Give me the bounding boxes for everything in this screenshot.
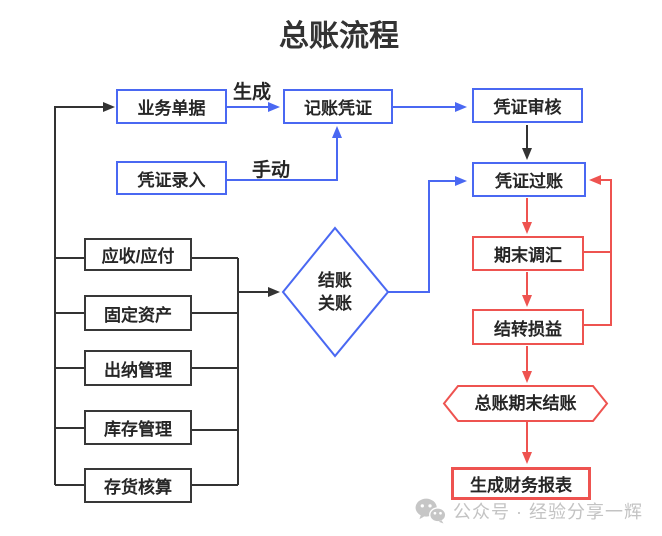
node-business-doc: 业务单据 xyxy=(116,89,227,124)
gl-period-end-close-shape xyxy=(442,385,609,422)
node-voucher-entry: 凭证录入 xyxy=(116,161,227,195)
page-title: 总账流程 xyxy=(279,20,399,53)
node-gl-period-end-close: 总账期末结账 xyxy=(474,394,577,413)
edge-feedback-to-posting xyxy=(584,175,612,326)
edge-diamond-to-posting xyxy=(388,176,467,293)
node-period-end-fx-adjust: 期末调汇 xyxy=(472,236,584,271)
closing-diamond-line1: 结账 xyxy=(318,271,352,290)
node-transfer-profit-loss: 结转损益 xyxy=(472,309,584,345)
edge-label-manual: 手动 xyxy=(252,160,291,181)
node-generate-financial-reports: 生成财务报表 xyxy=(451,467,591,500)
watermark: 公众号 · 经验分享一辉 xyxy=(415,498,643,524)
node-fixed-assets: 固定资产 xyxy=(84,295,192,331)
node-bookkeeping-voucher: 记账凭证 xyxy=(283,89,393,124)
closing-diamond-shape xyxy=(281,226,390,358)
node-ar-ap: 应收/应付 xyxy=(84,238,192,271)
closing-diamond-label: 结账 关账 xyxy=(285,266,385,318)
watermark-text: 公众号 · 经验分享一辉 xyxy=(453,502,643,522)
node-inventory-mgmt: 库存管理 xyxy=(84,410,192,445)
node-voucher-review: 凭证审核 xyxy=(472,88,583,123)
node-voucher-posting: 凭证过账 xyxy=(472,162,586,197)
edge-left-trunk-to-business-doc xyxy=(54,102,115,485)
edge-entry-to-bookkeeping xyxy=(227,126,342,181)
edge-label-generate: 生成 xyxy=(233,82,272,103)
closing-diamond-line2: 关账 xyxy=(318,294,352,313)
node-inventory-accounting: 存货核算 xyxy=(84,468,192,503)
wechat-icon xyxy=(415,498,446,524)
node-cashier-mgmt: 出纳管理 xyxy=(84,350,192,386)
